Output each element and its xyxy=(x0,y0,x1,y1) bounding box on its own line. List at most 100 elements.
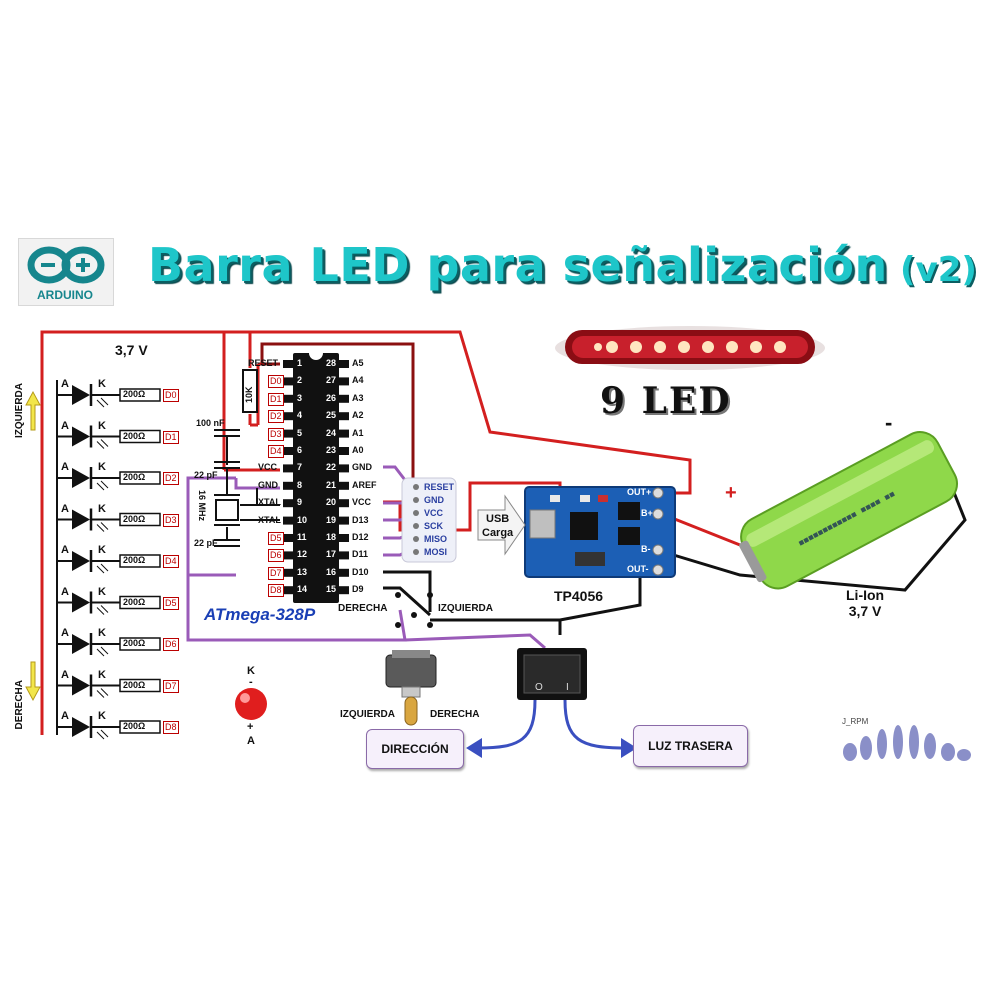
direction-arrows xyxy=(25,390,41,702)
led-anode-label: A xyxy=(61,419,69,432)
chip-pin-number: 22 xyxy=(326,462,337,473)
battery-label: Li-Ion 3,7 V xyxy=(846,587,884,619)
chip-pin xyxy=(339,412,349,421)
led-cathode-label: K xyxy=(98,710,106,722)
chip-pin-number: 14 xyxy=(297,584,308,595)
usb-label: USB xyxy=(486,513,510,525)
led-resistor-label: 200Ω xyxy=(123,596,146,607)
chip-pin-number: 17 xyxy=(326,549,337,560)
chip-pin-name: D1 xyxy=(268,392,284,406)
cap-22pf-top-label: 22 pF xyxy=(194,470,218,480)
chip-pin xyxy=(339,499,349,508)
crystal-label: 16 MHz xyxy=(197,490,207,522)
capacitor-100nf xyxy=(214,429,240,465)
led-minus-label: - xyxy=(249,676,253,688)
arduino-logo xyxy=(18,238,114,306)
led-cathode-label: K xyxy=(98,419,106,432)
chip-pin xyxy=(283,394,293,403)
chip-pin-name: D3 xyxy=(268,427,284,441)
chip-pin-name: A5 xyxy=(352,358,364,368)
chip-pin-number: 3 xyxy=(297,392,303,403)
led-row xyxy=(57,633,161,657)
chip-pin xyxy=(339,429,349,438)
led-anode-label: A xyxy=(61,461,69,473)
led-k-label: K xyxy=(247,665,255,677)
chip-pin-number: 18 xyxy=(326,532,337,542)
chip-pin-number: 4 xyxy=(297,410,303,421)
chip-pin-name: D13 xyxy=(352,514,369,525)
chip-pin-name: D11 xyxy=(352,549,369,560)
chip-pin xyxy=(283,516,293,525)
chip-pin xyxy=(339,447,349,455)
led-anode-label: A xyxy=(61,585,69,598)
led-anode-label: A xyxy=(61,502,69,515)
chip-pin-name: D0 xyxy=(268,375,284,389)
cap-100nf-label: 100 nF xyxy=(196,418,225,428)
chip-pin-number: 19 xyxy=(326,514,337,525)
isp-pin-label: MISO xyxy=(424,534,448,544)
chip-pin-number: 9 xyxy=(297,497,303,508)
chip-pin-name: RESET xyxy=(248,358,279,368)
chip-pin-name: D8 xyxy=(268,584,284,598)
out-plus-label: OUT+ xyxy=(627,487,652,497)
switch-izquierda-bottom: IZQUIERDA xyxy=(340,709,395,720)
led-resistor-label: 200Ω xyxy=(123,389,146,399)
battery: ■■■■■■■■■■■■ ■■■■ ■■ xyxy=(739,431,958,590)
isp-pin-dot xyxy=(413,549,419,555)
chip-pin xyxy=(283,586,293,595)
chip-pin-number: 21 xyxy=(326,479,337,490)
chip-pin-name: A0 xyxy=(352,445,364,455)
led-pin-label: D2 xyxy=(163,472,179,485)
chip-pin xyxy=(283,481,293,490)
chip-pin xyxy=(339,377,349,386)
crystal-circuit xyxy=(214,461,280,547)
chip-pin xyxy=(283,464,293,473)
chip-pin-number: 11 xyxy=(297,532,307,542)
led-cathode-label: K xyxy=(98,544,106,556)
chip-pin-number: 10 xyxy=(297,514,308,525)
led-strip-image xyxy=(555,326,825,370)
led-resistor-label: 200Ω xyxy=(123,679,146,690)
chip-pin-number: 8 xyxy=(297,479,303,490)
usb-arrow-icon xyxy=(477,494,526,556)
battery-plus: + xyxy=(725,482,737,504)
version-label: (v2) xyxy=(900,250,977,290)
led-row xyxy=(57,674,161,698)
side-label-left: IZQUIERDA xyxy=(14,383,25,438)
chip-pin-number: 16 xyxy=(326,566,337,577)
battery-type: Li-Ion xyxy=(846,587,885,603)
rear-light-box: LUZ TRASERA xyxy=(633,725,748,767)
atmega-chip xyxy=(293,353,339,603)
chip-pin-name: AREF xyxy=(352,479,377,490)
svg-text:I: I xyxy=(566,682,569,693)
rocker-switch: O I xyxy=(517,648,587,700)
led-pin-label: D0 xyxy=(163,389,179,402)
led-a-label: A xyxy=(247,735,255,747)
chip-pin xyxy=(283,377,293,386)
arrow-left-icon xyxy=(466,738,482,758)
led-row xyxy=(57,591,161,615)
isp-pin-dot xyxy=(413,497,419,503)
led-cathode-label: K xyxy=(98,627,106,639)
arrow-right-icon xyxy=(621,738,637,758)
resistor-10k-label: 10K xyxy=(244,386,254,403)
cap-22pf-bottom-label: 22 pF xyxy=(194,538,218,548)
led-pin-label: D3 xyxy=(163,513,179,527)
led-cathode-label: K xyxy=(98,378,106,390)
led-pin-label: D1 xyxy=(163,430,179,444)
page-title: Barra LED para señalización xyxy=(148,238,888,292)
out-minus-label: OUT- xyxy=(627,564,649,574)
chip-pin-name: A2 xyxy=(352,410,364,421)
led-pin-label: D5 xyxy=(163,596,179,610)
usb-carga-label: Carga xyxy=(482,527,514,539)
isp-pin-dot xyxy=(413,523,419,529)
chip-pin xyxy=(283,534,293,542)
chip-pin-number: 25 xyxy=(326,410,337,421)
battery-voltage: 3,7 V xyxy=(848,603,882,619)
isp-pin-dot xyxy=(413,510,419,516)
direction-box: DIRECCIÓN xyxy=(366,729,464,769)
chip-pin-number: 28 xyxy=(326,358,337,368)
supply-voltage-label: 3,7 V xyxy=(115,342,148,358)
chip-pin xyxy=(339,568,349,577)
led-resistor-label: 200Ω xyxy=(123,721,146,731)
